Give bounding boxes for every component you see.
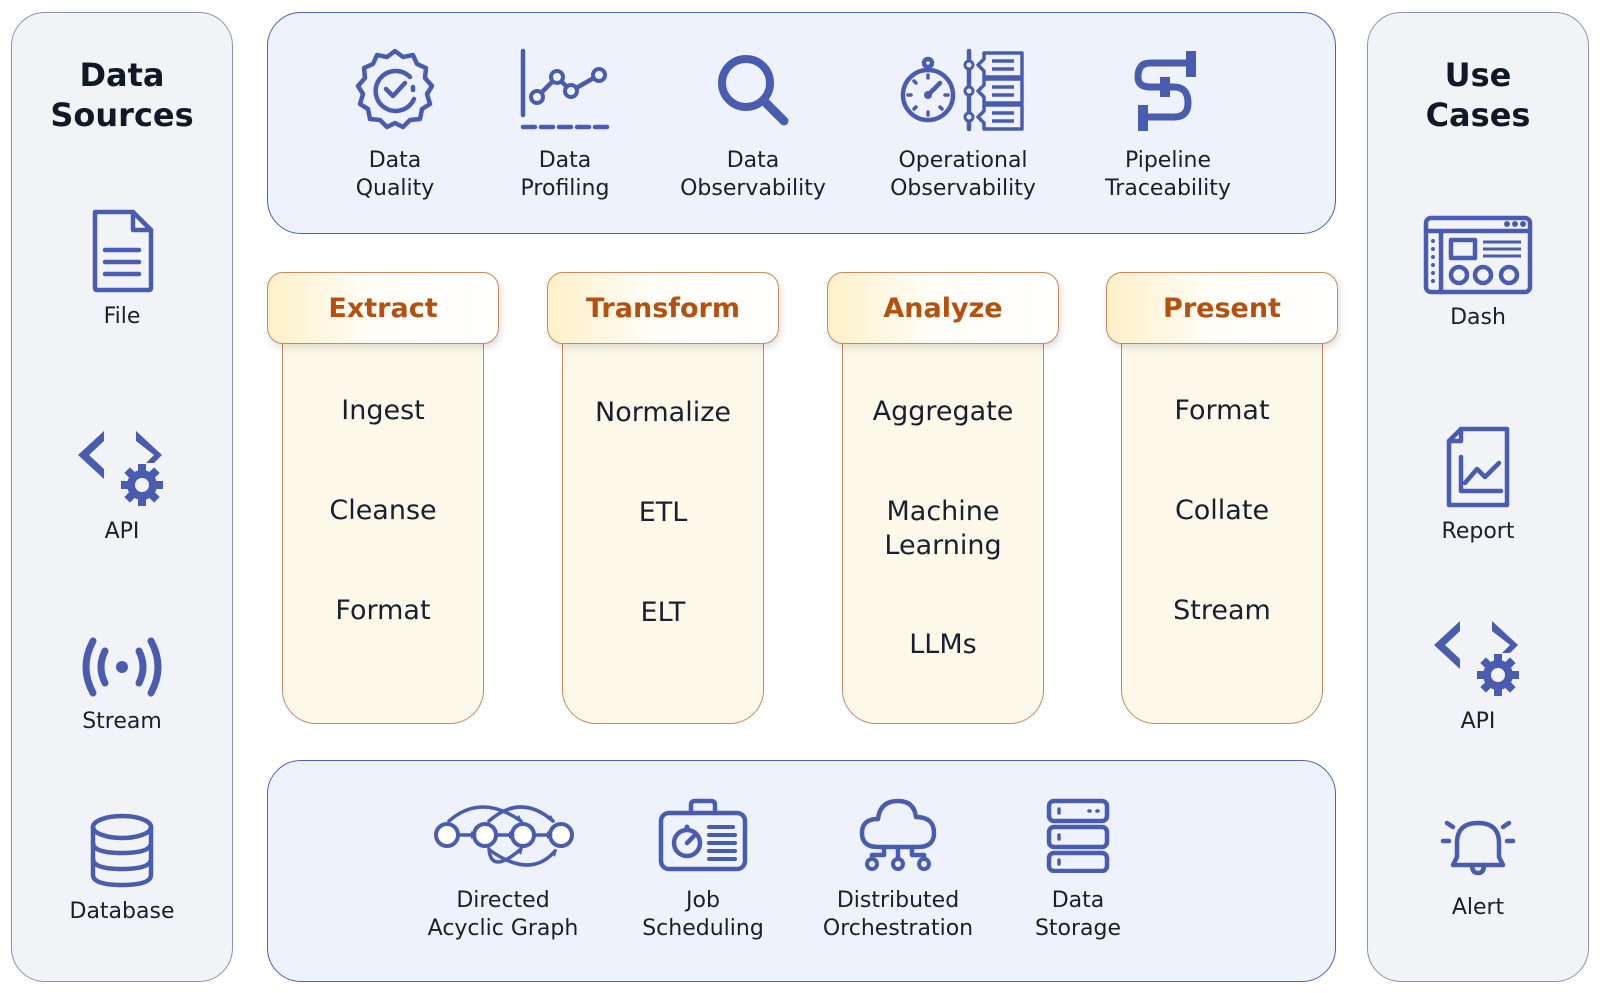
stage-step: Collate <box>1174 495 1270 526</box>
stage-step: Cleanse <box>329 495 437 526</box>
server-storage-icon <box>1046 798 1110 873</box>
source-api: API <box>12 425 232 544</box>
broadcast-icon <box>82 637 162 697</box>
source-database: Database <box>12 813 232 924</box>
stage-present: Present Format Collate Stream <box>1106 272 1338 724</box>
dag-icon <box>434 805 574 867</box>
band-item-operational-observability: Operational Observability <box>878 47 1048 203</box>
file-icon <box>92 209 154 293</box>
stage-step: Stream <box>1173 595 1271 626</box>
use-case-alert: Alert <box>1368 813 1588 920</box>
orchestration-band: Directed Acyclic Graph Job Scheduling <box>267 760 1336 982</box>
stage-title: Extract <box>267 272 499 344</box>
stage-step: Format <box>1174 395 1270 426</box>
source-stream: Stream <box>12 635 232 734</box>
stage-analyze: Analyze Aggregate Machine Learning LLMs <box>827 272 1059 724</box>
source-file: File <box>12 208 232 329</box>
stage-step: Format <box>335 595 431 626</box>
band-item-job-scheduling: Job Scheduling <box>628 797 778 943</box>
band-item-data-storage: Data Storage <box>1008 797 1148 943</box>
stage-transform: Transform Normalize ETL ELT <box>547 272 779 724</box>
api-gear-icon <box>78 431 163 506</box>
band-item-data-quality: Data Quality <box>330 47 460 203</box>
pipeline-s-icon <box>1134 51 1196 131</box>
stage-title: Present <box>1106 272 1338 344</box>
magnifier-icon <box>718 55 789 126</box>
band-item-distributed-orchestration: Distributed Orchestration <box>808 797 988 943</box>
stage-title: Analyze <box>827 272 1059 344</box>
quality-badge-icon <box>355 48 435 130</box>
stage-step: Machine Learning <box>884 496 1002 561</box>
data-sources-panel: Data Sources File <box>11 12 233 982</box>
band-item-data-profiling: Data Profiling <box>500 47 630 203</box>
stage-step: Normalize <box>595 397 731 428</box>
stage-step: ETL <box>638 497 688 528</box>
data-sources-title: Data Sources <box>50 56 194 134</box>
use-cases-title: Use Cases <box>1425 56 1531 134</box>
stage-extract: Extract Ingest Cleanse Format <box>267 272 499 724</box>
stage-step: Aggregate <box>872 396 1014 427</box>
stopwatch-timeline-icon <box>900 48 1024 132</box>
cloud-network-icon <box>859 798 937 871</box>
database-icon <box>90 813 154 888</box>
use-case-api: API <box>1368 615 1588 734</box>
bell-alert-icon <box>1440 820 1516 876</box>
report-chart-icon <box>1446 426 1510 508</box>
dashboard-icon <box>1423 215 1533 295</box>
stage-step: Ingest <box>341 395 425 426</box>
stage-step: LLMs <box>909 629 977 660</box>
stage-title: Transform <box>547 272 779 344</box>
band-item-pipeline-traceability: Pipeline Traceability <box>1088 47 1248 203</box>
monitoring-band: Data Quality Data Profiling Data Observa… <box>267 12 1336 234</box>
use-case-dash: Dash <box>1368 215 1588 330</box>
use-case-report: Report <box>1368 425 1588 544</box>
line-chart-icon <box>520 48 612 130</box>
api-gear-icon <box>1434 621 1519 696</box>
job-schedule-icon <box>658 798 748 872</box>
stage-step: ELT <box>640 597 686 628</box>
band-item-dag: Directed Acyclic Graph <box>418 797 588 943</box>
band-item-data-observability: Data Observability <box>668 47 838 203</box>
use-cases-panel: Use Cases Dash Report <box>1367 12 1589 982</box>
